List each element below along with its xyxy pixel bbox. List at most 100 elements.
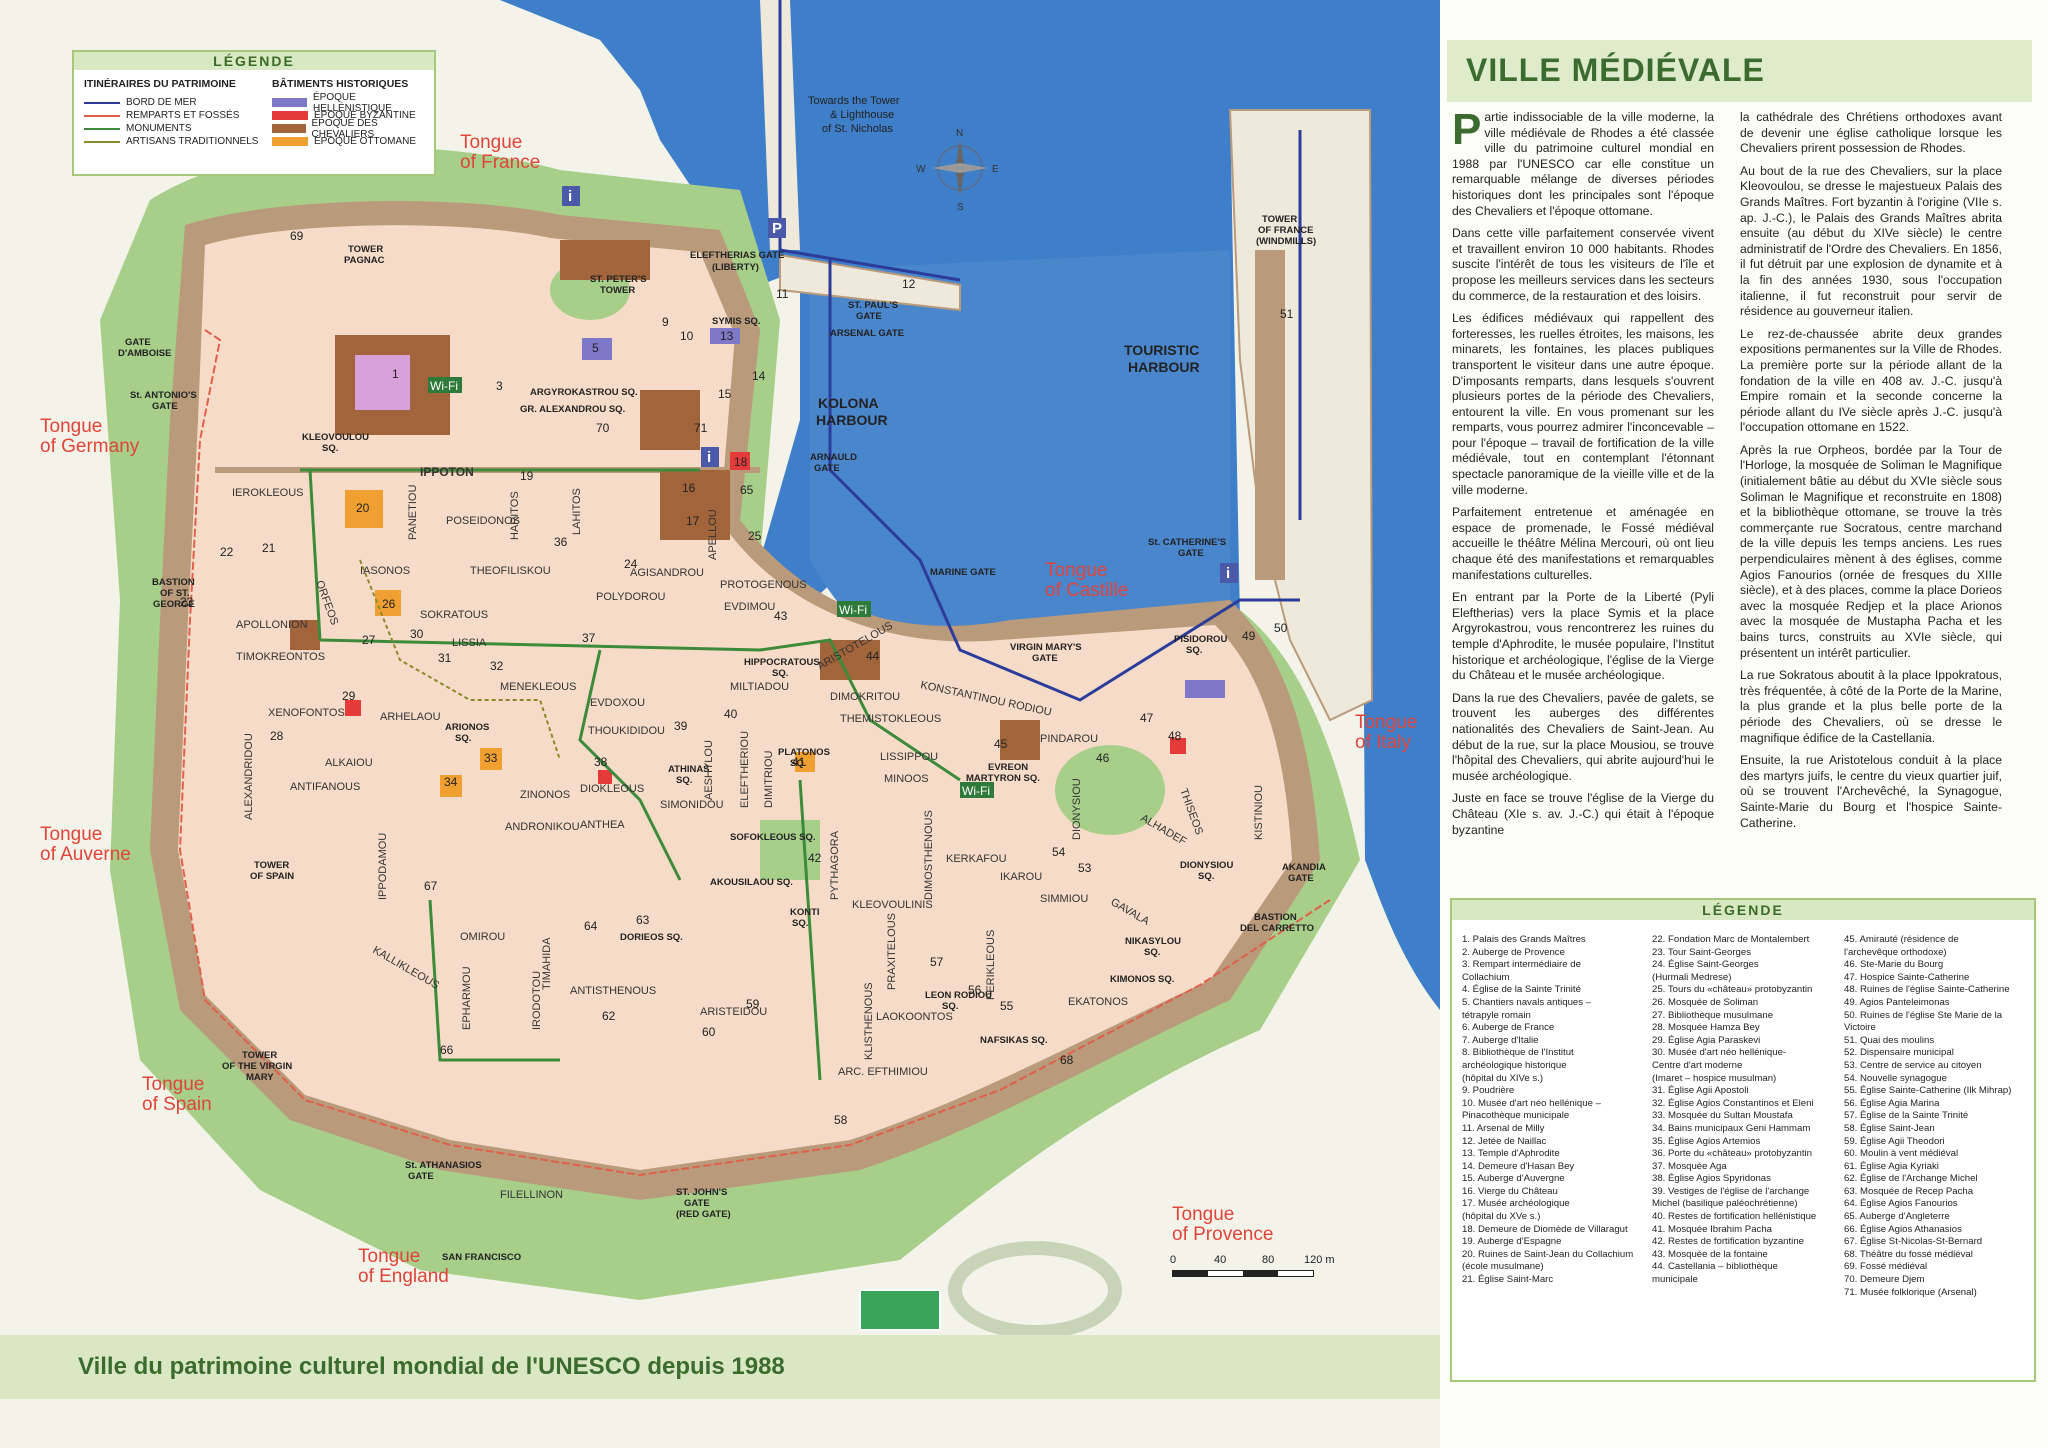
evreon-martyron-sq-l1: EVREON bbox=[988, 762, 1028, 773]
bldg-k3 bbox=[560, 240, 650, 280]
info-sign-1[interactable] bbox=[562, 186, 580, 206]
tongue-france-l2: of France bbox=[460, 152, 540, 173]
route-crafts bbox=[359, 559, 561, 761]
route-row-crafts: ARTISANS TRADITIONNELS bbox=[84, 135, 258, 148]
street-pindarou: PINDAROU bbox=[1040, 733, 1098, 745]
street-haritos: HARITOS bbox=[509, 491, 521, 540]
map-panel[interactable]: N S E W P i i i Wi-Fi Wi-Fi Wi-Fi Tongue… bbox=[0, 0, 1440, 1448]
marine-gate: MARINE GATE bbox=[930, 567, 996, 578]
index-item: 24. Église Saint-Georges bbox=[1652, 959, 1759, 971]
tongue-italy-l2: of Italy bbox=[1355, 732, 1411, 753]
tower-lighthouse-l1: Towards the Tower bbox=[808, 95, 900, 107]
athinas-sq-l2: SQ. bbox=[676, 775, 692, 786]
tongue-germany-l1: Tongue bbox=[40, 416, 102, 437]
street-omirou: OMIROU bbox=[460, 931, 505, 943]
marker-39: 39 bbox=[674, 719, 688, 733]
paragraph-b6: Ensuite, la rue Aristotelous conduit à l… bbox=[1740, 753, 2002, 830]
arionos-sq-l2: SQ. bbox=[455, 733, 471, 744]
marker-70: 70 bbox=[596, 421, 610, 435]
index-item: 7. Auberge d'Italie bbox=[1462, 1034, 1539, 1046]
wifi-sign-2[interactable] bbox=[837, 601, 871, 617]
marker-18: 18 bbox=[734, 455, 748, 469]
athinas-sq-l1: ATHINAS bbox=[668, 764, 710, 775]
marker-33: 33 bbox=[484, 751, 498, 765]
byzantine-48 bbox=[1170, 738, 1186, 754]
pisidorou-sq-l2: SQ. bbox=[1186, 645, 1202, 656]
paragraph-b3: Le rez-de-chaussée abrite deux grandes e… bbox=[1740, 326, 2002, 435]
marker-48: 48 bbox=[1168, 729, 1182, 743]
marker-47: 47 bbox=[1140, 711, 1154, 725]
street-dimokritou: DIMOKRITOU bbox=[830, 691, 900, 703]
windmills-quay bbox=[1255, 250, 1285, 580]
marker-16: 16 bbox=[682, 481, 696, 495]
parking-label: P bbox=[772, 220, 782, 237]
index-item: 41. Mosquée Ibrahim Pacha bbox=[1652, 1223, 1772, 1235]
paragraph-a6: Dans la rue des Chevaliers, pavée de gal… bbox=[1452, 690, 1714, 783]
building-row-ottoman: ÉPOQUE OTTOMANE bbox=[272, 135, 434, 148]
street-evdimou: EVDIMOU bbox=[724, 601, 775, 613]
paragraph-intro-text: artie indissociable de la ville moderne,… bbox=[1452, 110, 1714, 218]
nikasylou-sq-l1: NIKASYLOU bbox=[1125, 936, 1181, 947]
building-label-knights: ÉPOQUE DES CHEVALIERS bbox=[311, 117, 378, 140]
paragraph-a7: Juste en face se trouve l'église de la V… bbox=[1452, 791, 1714, 837]
index-item: 22. Fondation Marc de Montalembert bbox=[1652, 934, 1810, 945]
index-item: 67. Église St-Nicolas-St-Bernard bbox=[1844, 1236, 1983, 1248]
wifi-sign-3[interactable] bbox=[960, 782, 994, 798]
panel-title: VILLE MÉDIÉVALE bbox=[1466, 52, 1765, 88]
index-item: 19. Auberge d'Espagne bbox=[1462, 1236, 1562, 1248]
street-alkaiou: ALKAIOU bbox=[325, 757, 373, 769]
nafsikas-sq: NAFSIKAS SQ. bbox=[980, 1035, 1048, 1046]
route-sea bbox=[778, 0, 1302, 702]
street-ippoton: IPPOTON bbox=[420, 465, 474, 479]
street-kleovoulinis: KLEOVOULINIS bbox=[852, 899, 933, 911]
bldg-k6 bbox=[290, 620, 320, 650]
index-item: 51. Quai des moulins bbox=[1844, 1034, 1935, 1046]
index-item: 6. Auberge de France bbox=[1462, 1022, 1555, 1034]
marker-25: 25 bbox=[748, 529, 762, 543]
tongue-england-l1: Tongue bbox=[358, 1246, 420, 1267]
marker-51: 51 bbox=[1280, 307, 1294, 321]
tower-virgin-mary-l1: TOWER bbox=[242, 1050, 277, 1061]
st-antonios-gate-l2: GATE bbox=[152, 401, 178, 412]
tower-pagnac-l1: TOWER bbox=[348, 244, 383, 255]
route-walls bbox=[178, 329, 1331, 1177]
dorieos-sq: DORIEOS SQ. bbox=[620, 932, 683, 943]
tower-spain-l1: TOWER bbox=[254, 860, 289, 871]
index-item: archéologique historique bbox=[1462, 1059, 1567, 1071]
compass-rose: N S E W bbox=[916, 128, 999, 213]
paragraph-b1: la cathédrale des Chrétiens orthodoxes a… bbox=[1740, 110, 2002, 156]
marker-31: 31 bbox=[438, 651, 452, 665]
street-polydorou: POLYDOROU bbox=[596, 591, 666, 603]
index-item: 39. Vestiges de l'église de l'archange bbox=[1652, 1185, 1810, 1197]
eleftherias-gate-l1: ELEFTHERIAS GATE bbox=[690, 250, 784, 261]
panel-header bbox=[1447, 40, 2032, 102]
marker-3: 3 bbox=[496, 379, 503, 393]
ottoman-41 bbox=[795, 752, 815, 772]
wifi-sign-1[interactable] bbox=[428, 377, 462, 393]
index-item: 13. Temple d'Aphrodite bbox=[1462, 1148, 1560, 1160]
index-item: 56. Église Agia Marina bbox=[1844, 1097, 1940, 1109]
street-aeshylou: AESHYLOU bbox=[703, 740, 715, 800]
info-sign-3[interactable] bbox=[1220, 563, 1238, 583]
marker-45: 45 bbox=[994, 737, 1008, 751]
marker-42: 42 bbox=[808, 851, 822, 865]
info-sign-2[interactable] bbox=[701, 447, 719, 467]
marker-23: 23 bbox=[180, 595, 194, 609]
street-antisthenous: ANTISTHENOUS bbox=[570, 985, 656, 997]
street-eleftheriou: ELEFTHERIOU bbox=[739, 731, 751, 808]
byzantine-38 bbox=[598, 770, 612, 784]
parking-sign[interactable] bbox=[768, 218, 786, 238]
evreon-martyron-sq-l2: MARTYRON SQ. bbox=[966, 773, 1040, 784]
street-theofiliskou: THEOFILISKOU bbox=[470, 565, 551, 577]
index-item: Collachium bbox=[1462, 971, 1510, 983]
street-ierokleous: IEROKLEOUS bbox=[232, 487, 304, 499]
rhodes-old-town-map[interactable]: N S E W P i i i Wi-Fi Wi-Fi Wi-Fi Tongue… bbox=[0, 0, 1440, 1448]
touristic-harbour-l1: TOURISTIC bbox=[1124, 342, 1199, 358]
index-item: 16. Vierge du Château bbox=[1462, 1185, 1558, 1197]
arnauld-gate-l1: ARNAULD bbox=[810, 452, 857, 463]
street-simmiou: SIMMIOU bbox=[1040, 893, 1088, 905]
akandia-gate-l2: GATE bbox=[1288, 873, 1314, 884]
